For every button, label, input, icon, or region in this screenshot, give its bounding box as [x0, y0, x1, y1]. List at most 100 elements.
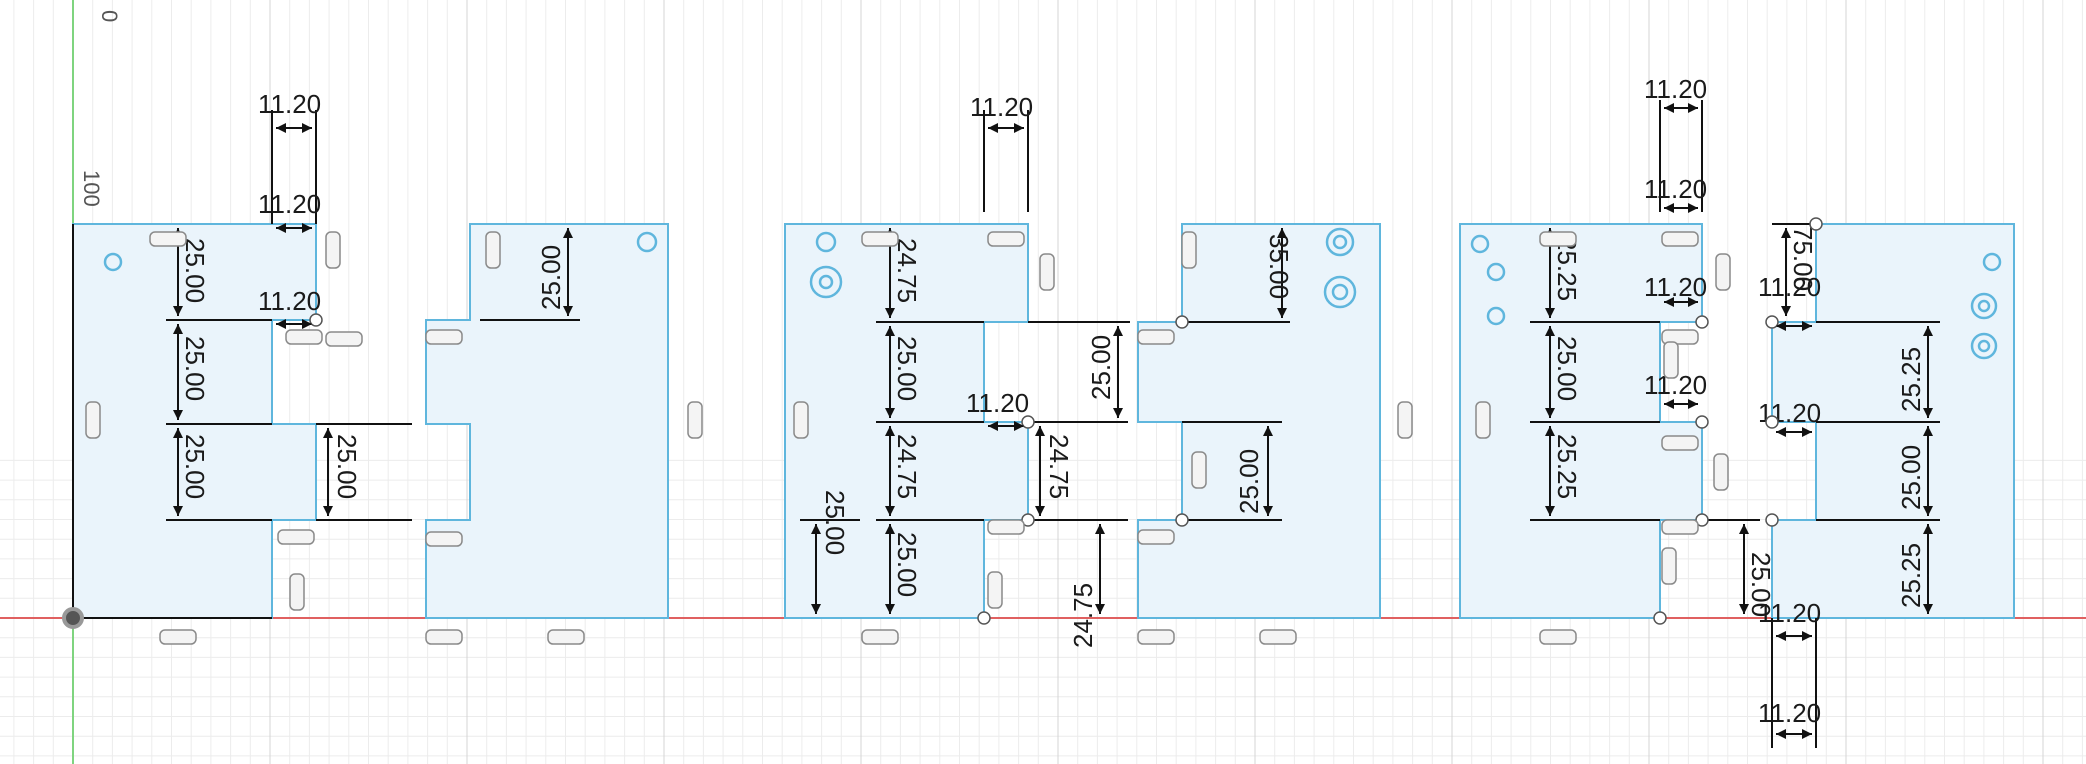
dim-label-width: 11.20: [1644, 272, 1707, 302]
dim-arrowhead: [1739, 604, 1749, 614]
constraint-glyph-icon: [425, 629, 463, 645]
dim-arrowhead: [885, 308, 895, 318]
constraint-glyph-icon: [1181, 231, 1197, 269]
dim-arrowhead: [1923, 326, 1933, 336]
sketch-point: [1765, 315, 1779, 329]
sketch-point: [309, 313, 323, 327]
constraint-glyph-icon: [1661, 231, 1699, 247]
dim-arrowhead: [1664, 103, 1674, 113]
dim-arrowhead: [1664, 203, 1674, 213]
dim-arrowhead: [1095, 524, 1105, 534]
dim-arrowhead: [1113, 326, 1123, 336]
dim-arrowhead: [1277, 228, 1287, 238]
dim-arrowhead: [1545, 308, 1555, 318]
dim-arrowhead: [811, 524, 821, 534]
dim-arrowhead: [885, 326, 895, 336]
dim-label-height: 25.25: [1896, 347, 1926, 412]
dim-arrowhead: [1781, 228, 1791, 238]
constraint-glyph-icon: [987, 231, 1025, 247]
dim-label-height: 25.25: [1552, 434, 1582, 499]
dim-label-height: 25.00: [1896, 445, 1926, 510]
constraint-glyph-icon: [1039, 253, 1055, 291]
dim-arrowhead: [1776, 729, 1786, 739]
sketch-point: [977, 611, 991, 625]
dim-label-height: 24.75: [892, 238, 922, 303]
dim-arrowhead: [1035, 506, 1045, 516]
dim-label-height: 25.00: [332, 434, 362, 499]
dim-label-height: 25.25: [1552, 236, 1582, 301]
constraint-glyph-icon: [1259, 629, 1297, 645]
part-right[interactable]: 11.20 11.20 11.20 11.20 11.20 11.20 11.2…: [1459, 74, 2015, 748]
dim-label-height: 25.00: [1234, 449, 1264, 514]
constraint-glyph-icon: [1137, 329, 1175, 345]
dim-arrowhead: [302, 319, 312, 329]
dim-arrowhead: [1923, 506, 1933, 516]
origin-point: [62, 607, 84, 629]
dim-arrowhead: [1688, 103, 1698, 113]
part-left[interactable]: 11.20 11.20 11.20 25.00 25.00 25.00 25.0…: [62, 89, 669, 629]
constraint-glyph-icon: [987, 571, 1003, 609]
dim-arrowhead: [1923, 524, 1933, 534]
dim-arrowhead: [811, 604, 821, 614]
dim-label-width: 11.20: [1758, 598, 1821, 628]
axis-label-100: 100: [79, 170, 104, 207]
dim-arrowhead: [1263, 426, 1273, 436]
hole: [809, 265, 843, 299]
dim-arrowhead: [885, 426, 895, 436]
dim-arrowhead: [1923, 604, 1933, 614]
left-plate-b[interactable]: [425, 223, 669, 619]
hole: [1331, 283, 1349, 301]
constraint-glyph-icon: [1661, 547, 1677, 585]
sketch-point: [1695, 415, 1709, 429]
dim-arrowhead: [1263, 506, 1273, 516]
hole: [1970, 332, 1998, 360]
constraint-glyph-icon: [1661, 519, 1699, 535]
dim-arrowhead: [276, 319, 286, 329]
dim-arrowhead: [1664, 399, 1674, 409]
dim-label-width: 11.20: [1644, 74, 1707, 104]
constraint-glyph-icon: [285, 329, 323, 345]
dim-arrowhead: [323, 428, 333, 438]
dim-arrowhead: [885, 524, 895, 534]
dim-label-width: 11.20: [258, 189, 321, 219]
dim-label-height: 25.00: [180, 238, 210, 303]
dim-label-height: 24.75: [1044, 434, 1074, 499]
dim-label-height: 25.00: [180, 336, 210, 401]
dim-arrowhead: [885, 408, 895, 418]
dim-arrowhead: [173, 506, 183, 516]
constraint-glyph-icon: [485, 231, 501, 269]
dim-arrowhead: [323, 506, 333, 516]
constraint-glyph-icon: [149, 231, 187, 247]
dim-arrowhead: [1776, 321, 1786, 331]
constraint-glyph-icon: [1539, 231, 1577, 247]
sketch-point: [1175, 513, 1189, 527]
hole: [1977, 339, 1991, 353]
constraint-glyph-icon: [1539, 629, 1577, 645]
dim-arrowhead: [1688, 297, 1698, 307]
constraint-glyph-icon: [547, 629, 585, 645]
dim-arrowhead: [1095, 604, 1105, 614]
hole: [815, 231, 837, 253]
dim-arrowhead: [563, 228, 573, 238]
part-middle[interactable]: 11.20 11.20 24.75 25.00 24.75 25.00 25.0…: [784, 92, 1381, 648]
constraint-glyph-icon: [425, 531, 463, 547]
sketch-point: [1653, 611, 1667, 625]
dim-arrowhead: [1014, 421, 1024, 431]
constraint-glyph-icon: [1137, 629, 1175, 645]
dim-label-height: 25.25: [1896, 543, 1926, 608]
dim-label-height: 25.00: [892, 532, 922, 597]
dim-label-height: 24.75: [1068, 583, 1098, 648]
dim-arrowhead: [1923, 426, 1933, 436]
dim-arrowhead: [1545, 506, 1555, 516]
constraint-glyph-icon: [1663, 341, 1679, 379]
dim-arrowhead: [1545, 326, 1555, 336]
hole: [1323, 275, 1357, 309]
dim-label-height: 25.00: [820, 490, 850, 555]
dim-arrowhead: [885, 604, 895, 614]
constraint-glyph-icon: [1661, 435, 1699, 451]
dim-arrowhead: [988, 421, 998, 431]
dim-label-height: 25.00: [892, 336, 922, 401]
dim-arrowhead: [1802, 427, 1812, 437]
sketch-point: [1021, 513, 1035, 527]
